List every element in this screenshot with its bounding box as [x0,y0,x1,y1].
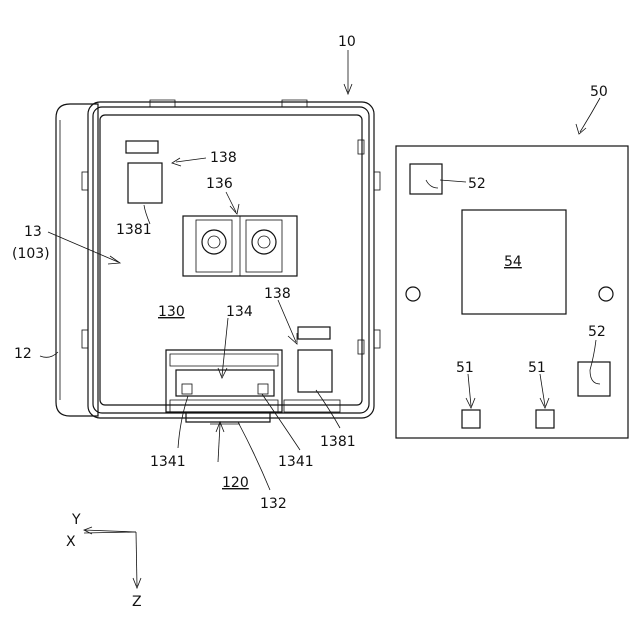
label-138-bottom: 138 [264,286,291,302]
inner-tab-right-top [358,140,364,154]
device-10 [40,50,380,490]
pad-51-left [462,410,480,428]
label-52-top: 52 [468,176,486,192]
arrow-50 [576,124,586,134]
axis-triad [84,527,141,588]
label-1381-bottom: 1381 [320,434,356,450]
label-52-bottom: 52 [588,324,606,340]
leader-50 [580,98,600,132]
leader-134 [222,318,228,376]
inner-tab-right-bottom [358,340,364,354]
leader-51-right [540,374,545,406]
label-51-left: 51 [456,360,474,376]
port-134-slot [176,370,274,396]
connector-slot-right [246,220,282,272]
part-138-top [126,141,158,153]
leader-120 [218,424,220,462]
label-134: 134 [226,304,253,320]
leader-52-bottom [590,340,596,370]
left-clip-top [82,172,88,190]
leader-1381-bottom [316,390,340,428]
axis-z-line [136,532,137,586]
part-52-top [410,164,442,194]
axis-y-line [84,530,136,532]
part-52-top-mark [426,180,438,188]
label-1381-top: 1381 [116,222,152,238]
label-132: 132 [260,496,287,512]
label-138-top: 138 [210,150,237,166]
side-housing-12 [56,104,98,416]
top-notches [150,100,307,107]
leader-12 [40,352,58,357]
label-51-right: 51 [528,360,546,376]
terminal-screw-right [252,230,276,254]
label-50: 50 [590,84,608,100]
terminal-screw-right-inner [258,236,270,248]
label-54: 54 [504,254,522,270]
label-136: 136 [206,176,233,192]
terminal-screw-left [202,230,226,254]
leader-138-top [176,158,206,162]
label-120: 120 [222,475,249,491]
part-52-bottom-mark [590,370,600,384]
part-1381-bottom [298,350,332,392]
leader-136 [226,192,236,212]
connector-slot-left [196,220,232,272]
mount-hole-left [406,287,420,301]
reference-labels: 10 50 52 54 52 51 51 138 136 1381 13 (10… [12,34,608,610]
bottom-right-step [284,400,340,412]
leader-138-bottom [278,300,296,342]
label-103: (103) [12,246,50,262]
label-130: 130 [158,304,185,320]
axis-x-line [84,532,136,533]
label-13: 13 [24,224,42,240]
label-1341-left: 1341 [150,454,186,470]
leader-51-left [468,374,471,406]
mount-hole-right [599,287,613,301]
part-138-bottom [298,327,330,339]
left-clip-bottom [82,330,88,348]
axis-label-y: Y [71,512,81,528]
label-1341-right: 1341 [278,454,314,470]
axis-label-z: Z [132,594,142,610]
label-10: 10 [338,34,356,50]
right-clip-bottom [374,330,380,348]
contact-1341-left [182,384,192,394]
part-52-bottom [578,362,610,396]
board-outline [396,146,628,438]
leader-52-top [440,180,466,182]
contact-1341-right [258,384,268,394]
part-1381-top [128,163,162,203]
terminal-screw-left-inner [208,236,220,248]
pad-51-right [536,410,554,428]
right-clip-top [374,172,380,190]
axis-label-x: X [66,534,76,550]
leader-13 [48,232,118,262]
label-12: 12 [14,346,32,362]
